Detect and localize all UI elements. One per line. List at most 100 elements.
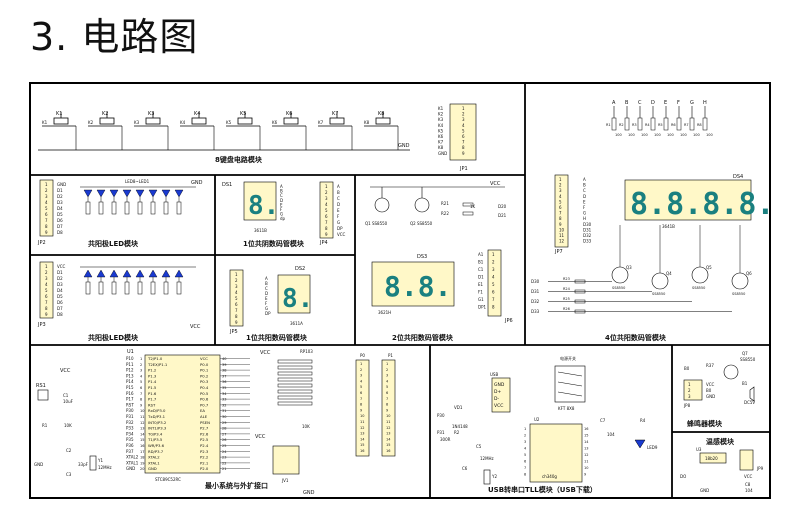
mcu-left-pin: P34 <box>126 431 134 436</box>
mcu-right-name: P0.5 <box>200 391 209 396</box>
seg4-d-label: D30 <box>531 279 540 284</box>
mcu-right-name: P0.2 <box>200 373 209 378</box>
led-icon <box>96 189 106 198</box>
mcu-right-num: 32 <box>222 403 226 407</box>
ds4-body <box>624 179 752 221</box>
ch340-left-num: 8 <box>524 473 526 477</box>
usb-c7v: 104 <box>607 432 615 437</box>
mcu-left-pin: P33 <box>126 426 134 431</box>
p0-pin-num: 8 <box>360 403 362 407</box>
mcu-left-pin: P15 <box>126 385 134 390</box>
jp4-pin-name: E <box>337 208 340 213</box>
seg4-res-val: 100 <box>706 133 713 137</box>
jp8-pin-num: 3 <box>688 394 691 399</box>
seg2-r21: R21 <box>441 201 449 206</box>
seg4-res-label: R5 <box>658 123 663 127</box>
mcu-left-pin: P13 <box>126 373 134 378</box>
seg4-res-label: R3 <box>632 123 637 127</box>
mcu-left-name: INT1/P3.3 <box>148 426 167 431</box>
ds3-body <box>371 261 455 307</box>
mcu-right-name: P2.5 <box>200 437 209 442</box>
jp2-pin-name: D7 <box>57 224 63 229</box>
mcu-right-num: 24 <box>222 450 227 454</box>
rp-resistor <box>277 371 313 376</box>
jp7-pin-num: 10 <box>559 227 565 232</box>
jp4-pin-num: 8 <box>325 226 328 231</box>
seg2-module: VCC Q1 SS8550 Q2 SS8550 R21 R22 1K D20 D… <box>365 181 513 342</box>
mcu-left-num: 8 <box>140 398 142 402</box>
jp5-pin-num: 4 <box>235 290 238 295</box>
key-label-top: K1 <box>56 111 62 117</box>
led-icon <box>109 189 119 198</box>
ds4-label: DS4 <box>733 174 743 180</box>
seg2-d21: D21 <box>498 213 507 218</box>
led-icon <box>83 269 93 278</box>
mcu-left-num: 15 <box>140 438 144 442</box>
seg4-seg-label: F <box>677 100 680 106</box>
jp5-pin-num: 6 <box>235 302 238 307</box>
mcu-right-num: 25 <box>222 444 226 448</box>
mcu-left-name: WR/P3.6 <box>148 443 165 448</box>
mcu-right-name: ALE <box>200 414 208 419</box>
seg2-d20: D20 <box>498 204 507 209</box>
mcu-left-pin: P14 <box>126 379 134 384</box>
led-icon <box>96 269 106 278</box>
page-title: 3. 电路图 <box>30 15 199 59</box>
jp3-pin-name: D8 <box>57 312 63 317</box>
temp-u3: U3 <box>696 447 702 452</box>
key-switch-icon <box>145 117 161 125</box>
ds2-seg-pin: E <box>265 296 268 301</box>
p0-pin-num: 13 <box>360 432 364 436</box>
key-label-left: K2 <box>88 120 94 125</box>
led-icon <box>161 189 171 198</box>
jp1-pin-name: K5 <box>438 128 444 133</box>
ch340-right-num: 14 <box>584 440 589 444</box>
jp6-pin-name: E1 <box>478 282 484 287</box>
usb-r2: R2 <box>454 430 460 435</box>
led-resistor <box>137 281 143 295</box>
jp2-pin-name: D6 <box>57 218 63 223</box>
p0-pin-num: 2 <box>360 368 362 372</box>
mcu-right-num: 28 <box>222 427 226 431</box>
jp2-pin-name: GND <box>57 182 66 187</box>
seg4-q-part: SS8550 <box>732 292 745 296</box>
mcu-left-name: TxD/P3.1 <box>147 414 166 419</box>
seg4-res-val: 100 <box>680 133 687 137</box>
seg4-seg-label: A <box>612 100 616 106</box>
seg4-res-val: 100 <box>667 133 674 137</box>
seg4-res-label: R4 <box>645 123 650 127</box>
jp3-connector <box>39 261 54 319</box>
key-switch-icon <box>329 117 345 125</box>
led-resistor <box>150 281 156 295</box>
switch-contact <box>557 391 583 397</box>
mcu-left-pin: P10 <box>126 356 134 361</box>
ds3-digits: 8.8. <box>384 270 451 303</box>
usb-c5: C5 <box>476 444 482 449</box>
led-anode-vcc: VCC <box>190 324 201 330</box>
mcu-right-num: 38 <box>222 369 226 373</box>
mcu-right-num: 30 <box>222 415 226 419</box>
jp5-pin-num: 5 <box>235 296 238 301</box>
jp6-pin-name: D1 <box>478 275 484 280</box>
seg4-q-part: SS8550 <box>692 286 705 290</box>
seg2-r22: R22 <box>441 211 449 216</box>
mcu-cap: 33pF <box>78 462 89 467</box>
mcu-r1v: 10K <box>64 423 72 428</box>
key-label-left: K4 <box>180 120 186 125</box>
jp5-pin-num: 1 <box>235 272 238 277</box>
key-label-top: K3 <box>148 111 154 117</box>
mcu-left-pin: RST <box>126 402 134 407</box>
led9-icon <box>634 439 646 449</box>
key-label-left: K8 <box>364 120 370 125</box>
jp4-pin-num: 2 <box>325 190 328 195</box>
mcu-left-num: 7 <box>140 392 142 396</box>
jp4-pin-name: G <box>337 220 340 225</box>
usb-vd1: VD1 <box>454 405 463 410</box>
mcu-c2: C2 <box>66 448 72 453</box>
ch340-right-num: 9 <box>584 473 586 477</box>
seg4-res-val: 100 <box>654 133 661 137</box>
mcu-left-num: 13 <box>140 427 144 431</box>
